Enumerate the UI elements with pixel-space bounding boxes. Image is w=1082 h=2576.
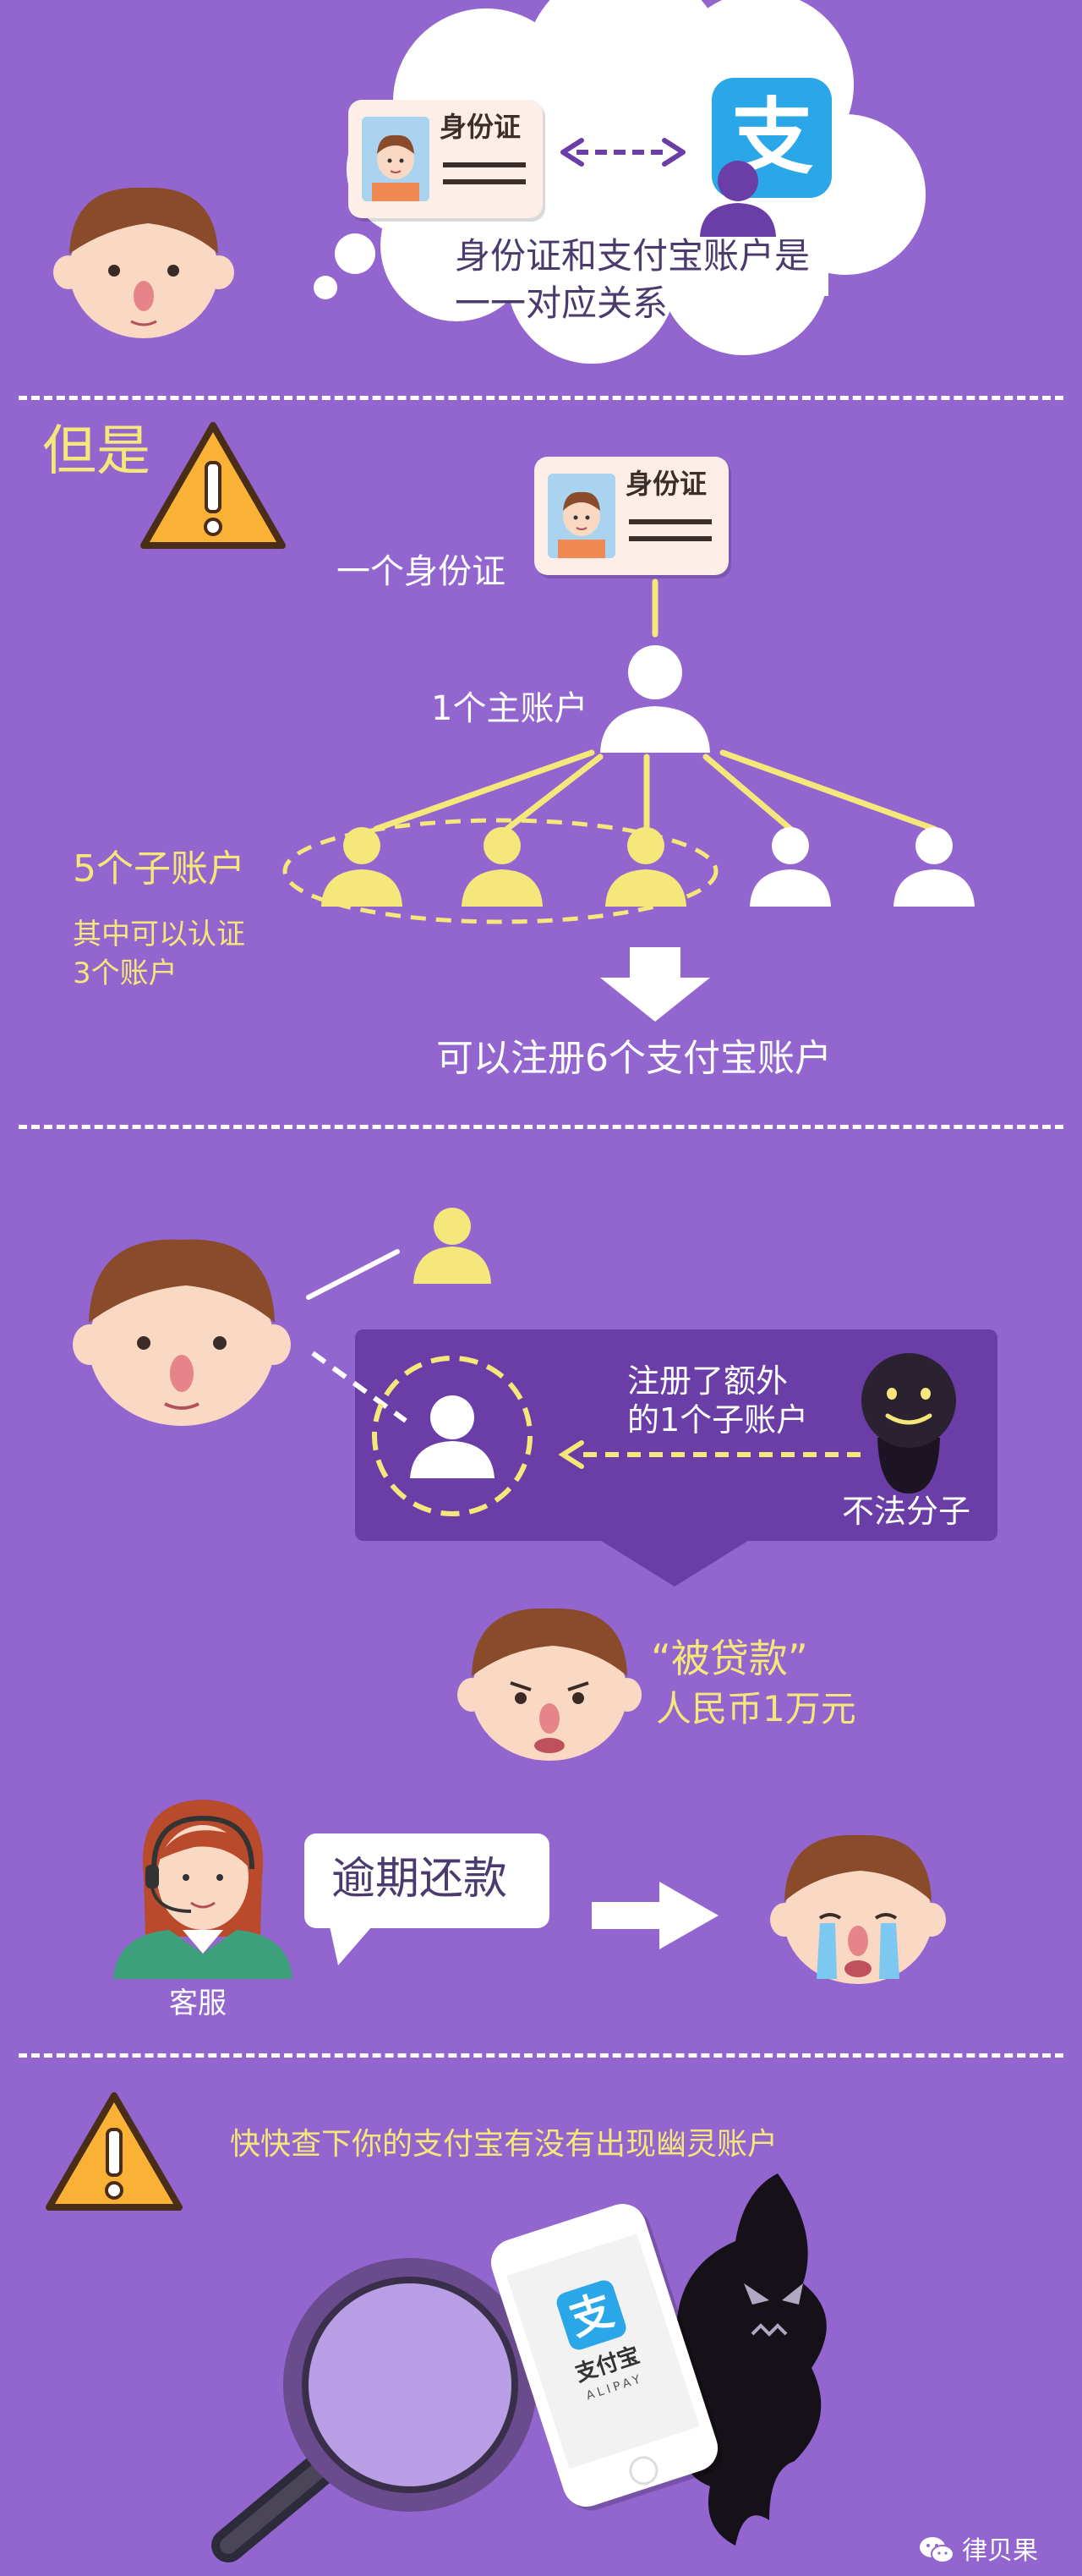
yellow-account-icon [413,1208,491,1284]
id-card-line [629,536,712,541]
certify-label-line1: 其中可以认证 [73,918,245,951]
phone-alipay-glyph: 支 [563,2285,620,2345]
id-photo-icon [362,117,429,201]
register-label: 可以注册6个支付宝账户 [436,1037,832,1080]
id-card: 身份证 [534,457,729,575]
but-label: 但是 [42,420,150,483]
id-card-line [629,519,712,524]
extra-account-line1: 注册了额外 [627,1362,789,1400]
certify-label-line2: 3个账户 [73,956,178,990]
fraud-box-pointer [598,1539,751,1587]
watermark-label: 律贝果 [962,2536,1038,2566]
account-tree-diagram [282,578,975,924]
crying-boy-icon [770,1834,946,1984]
boy-face-icon [53,187,234,338]
bubble-text-line2: 一一对应关系 [455,282,669,324]
wechat-icon [920,2537,954,2563]
id-photo-icon [548,474,615,558]
magnifier-icon [211,2258,537,2562]
main-account-icon [600,645,710,753]
phone-home-button [625,2452,662,2489]
overdue-label: 逾期还款 [331,1854,508,1905]
main-account-label: 1个主账户 [431,689,588,728]
loan-label-line2: 人民币1万元 [656,1688,856,1729]
warning-icon [46,2092,183,2211]
ghost-account-icon [372,1356,533,1516]
double-arrow-icon [560,138,686,167]
connector-lines [306,1249,407,1423]
alipay-logo: 支 [712,78,832,198]
one-id-label: 一个身份证 [336,552,505,591]
user-silhouette-icon [700,161,776,237]
customer-service-icon [113,1800,292,1979]
speech-bubble-tail [330,1927,372,1965]
warning-icon [140,422,286,549]
criminal-icon [861,1353,956,1494]
section-divider [19,396,1063,400]
service-label: 客服 [169,1987,227,2020]
down-arrow-icon [600,947,710,1022]
section-divider [19,2053,1063,2058]
section-divider [19,1125,1063,1129]
ghost-account-warning: 快快查下你的支付宝有没有出现幽灵账户 [230,2127,779,2162]
id-card: 身份证 [348,100,543,218]
criminal-label: 不法分子 [842,1493,971,1530]
sub-accounts-label: 5个子账户 [73,847,245,891]
loan-label-line1: “被贷款” [651,1636,808,1681]
id-card-title: 身份证 [440,111,522,143]
dashed-left-arrow-icon [558,1440,862,1469]
phone-alipay-logo: 支 [554,2277,629,2353]
right-arrow-icon [592,1882,719,1949]
bubble-text-line1: 身份证和支付宝账户是 [455,235,811,277]
id-card-line [443,179,526,184]
boy-face-icon [73,1239,291,1426]
id-card-title: 身份证 [626,468,708,500]
worried-boy-icon [457,1608,642,1761]
extra-account-line2: 的1个子账户 [627,1401,809,1439]
id-card-line [443,162,526,167]
overdue-speech-bubble [304,1833,549,1928]
